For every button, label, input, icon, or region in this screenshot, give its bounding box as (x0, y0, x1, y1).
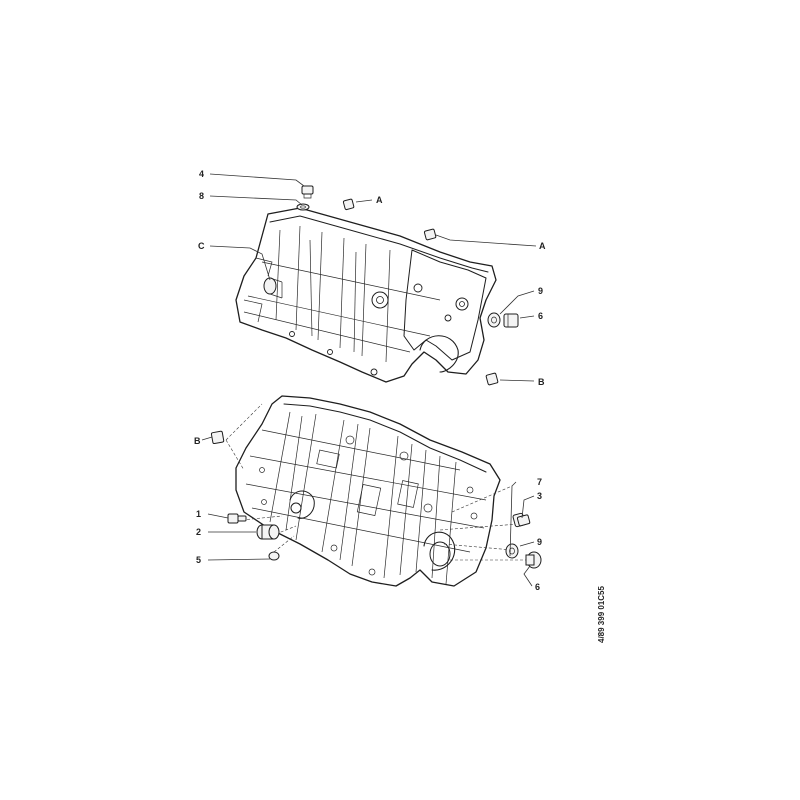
washer-8 (296, 203, 310, 211)
callout-6-bot: 6 (535, 582, 540, 592)
callout-8-top: 8 (199, 191, 204, 201)
callout-1: 1 (196, 509, 201, 519)
upper-engine-block (235, 207, 497, 383)
dowel-a-upper (342, 198, 355, 211)
dowel-b-lower (485, 372, 499, 386)
plug-6-upper (503, 313, 519, 328)
callout-b-left: B (194, 436, 201, 446)
callout-5: 5 (196, 555, 201, 565)
callout-2: 2 (196, 527, 201, 537)
plug-4 (301, 185, 314, 195)
callout-4-top: 4 (199, 169, 204, 179)
callout-7: 7 (537, 477, 542, 487)
upper-fasteners (296, 185, 519, 386)
ring-5 (268, 551, 280, 561)
callout-a-rear: A (539, 241, 546, 251)
washer-9-lower (505, 543, 519, 559)
callout-c: C (198, 241, 205, 251)
lower-engine-block (235, 395, 501, 587)
reference-code-stamp: 4/89 399 01C55 (597, 586, 606, 643)
callout-3: 3 (537, 491, 542, 501)
callout-9-bot: 9 (537, 537, 542, 547)
lower-fasteners (210, 430, 542, 569)
dowel-b-left (210, 430, 225, 445)
callout-labels: 4 8 A C A 9 6 B B 7 3 1 2 9 5 6 (194, 169, 546, 592)
callout-6-top: 6 (538, 311, 543, 321)
callout-9-top: 9 (538, 286, 543, 296)
dowel-a-rear (423, 228, 437, 241)
lower-projection-lines (225, 403, 530, 561)
lower-leader-lines (201, 436, 535, 587)
callout-a-upper: A (376, 195, 383, 205)
reference-code: 4/89 399 01C55 (597, 586, 606, 643)
washer-9-upper (487, 312, 501, 328)
upper-leader-lines (209, 173, 537, 382)
bolt-1 (227, 513, 239, 524)
callout-b-top: B (538, 377, 545, 387)
